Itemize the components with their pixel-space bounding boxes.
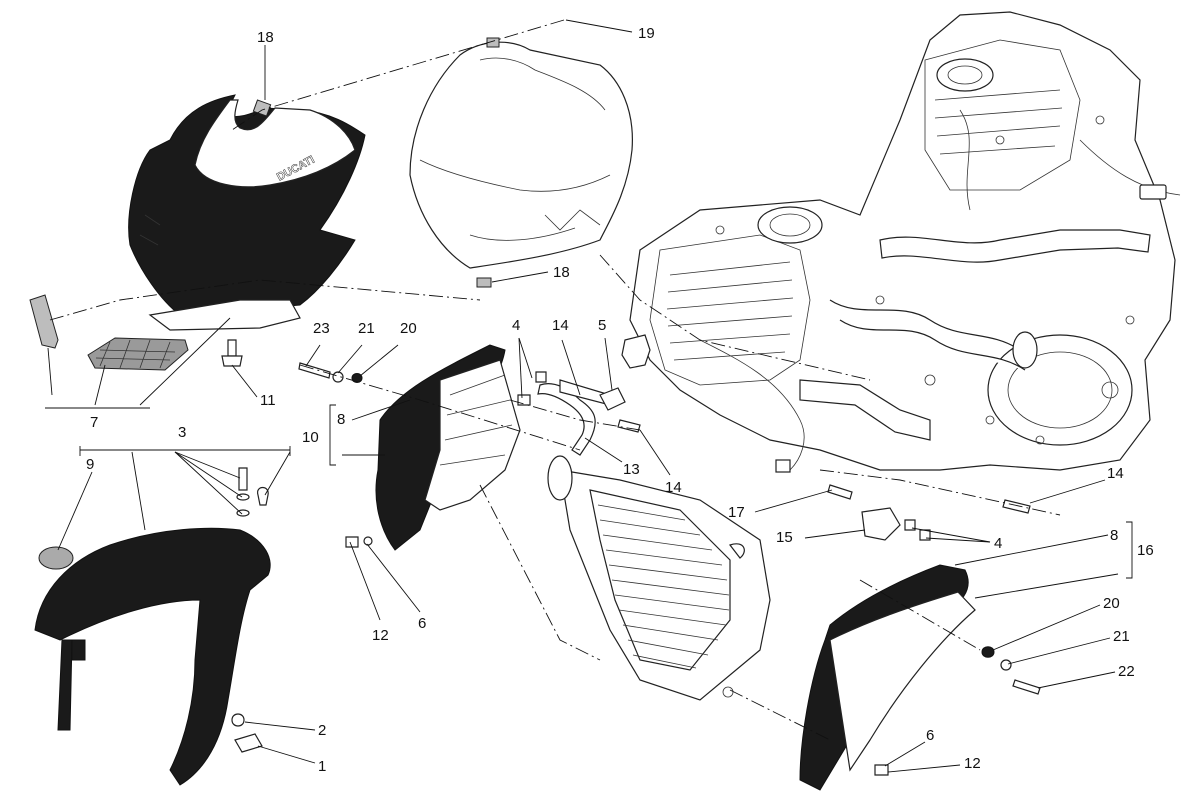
label-19: 19 <box>638 25 655 42</box>
label-13: 13 <box>623 461 640 478</box>
label-3: 3 <box>178 424 186 441</box>
label-11: 11 <box>260 392 276 409</box>
mesh-grille <box>87 337 189 371</box>
front-fairing: DUCATI <box>128 94 366 331</box>
label-6-left: 6 <box>418 615 426 632</box>
screw-11 <box>221 339 243 367</box>
leader-lines <box>45 19 1133 773</box>
label-5: 5 <box>598 317 606 334</box>
mudguard-fasteners <box>231 467 269 753</box>
label-9: 9 <box>86 456 94 473</box>
label-14-right: 14 <box>1107 465 1124 482</box>
label-23: 23 <box>313 320 330 337</box>
label-8-left: 8 <box>337 411 345 428</box>
label-2: 2 <box>318 722 326 739</box>
engine-assembly <box>621 11 1181 473</box>
label-7: 7 <box>90 414 98 431</box>
inner-fairing-panel <box>409 37 633 288</box>
label-22: 22 <box>1118 663 1135 680</box>
label-16: 16 <box>1137 542 1154 559</box>
label-1: 1 <box>318 758 326 775</box>
part-number-labels: 18 19 18 7 11 3 9 2 1 23 21 20 8 10 12 6… <box>86 25 1154 775</box>
label-20-left: 20 <box>400 320 417 337</box>
front-mudguard <box>34 527 271 786</box>
label-20-right: 20 <box>1103 595 1120 612</box>
label-14-middle: 14 <box>665 479 682 496</box>
mudguard-emblem <box>38 546 74 570</box>
label-21-left: 21 <box>358 320 375 337</box>
label-12-left: 12 <box>372 627 389 644</box>
label-8-right: 8 <box>1110 527 1118 544</box>
label-6-right: 6 <box>926 727 934 744</box>
label-18-top: 18 <box>257 29 274 46</box>
assembly-centre-lines <box>49 19 1061 741</box>
label-12-right: 12 <box>964 755 981 772</box>
label-4-left: 4 <box>512 317 520 334</box>
coolant-hose-fittings <box>517 371 641 456</box>
right-radiator-scoop <box>799 564 976 791</box>
radiator <box>547 455 771 701</box>
label-17: 17 <box>728 504 745 521</box>
label-4-right: 4 <box>994 535 1002 552</box>
label-18-bottom: 18 <box>553 264 570 281</box>
left-radiator-scoop <box>375 344 521 551</box>
side-reflector <box>29 294 59 349</box>
bracket-15 <box>827 484 1041 776</box>
label-10: 10 <box>302 429 319 446</box>
label-21-right: 21 <box>1113 628 1130 645</box>
label-14-top: 14 <box>552 317 569 334</box>
label-15: 15 <box>776 529 793 546</box>
